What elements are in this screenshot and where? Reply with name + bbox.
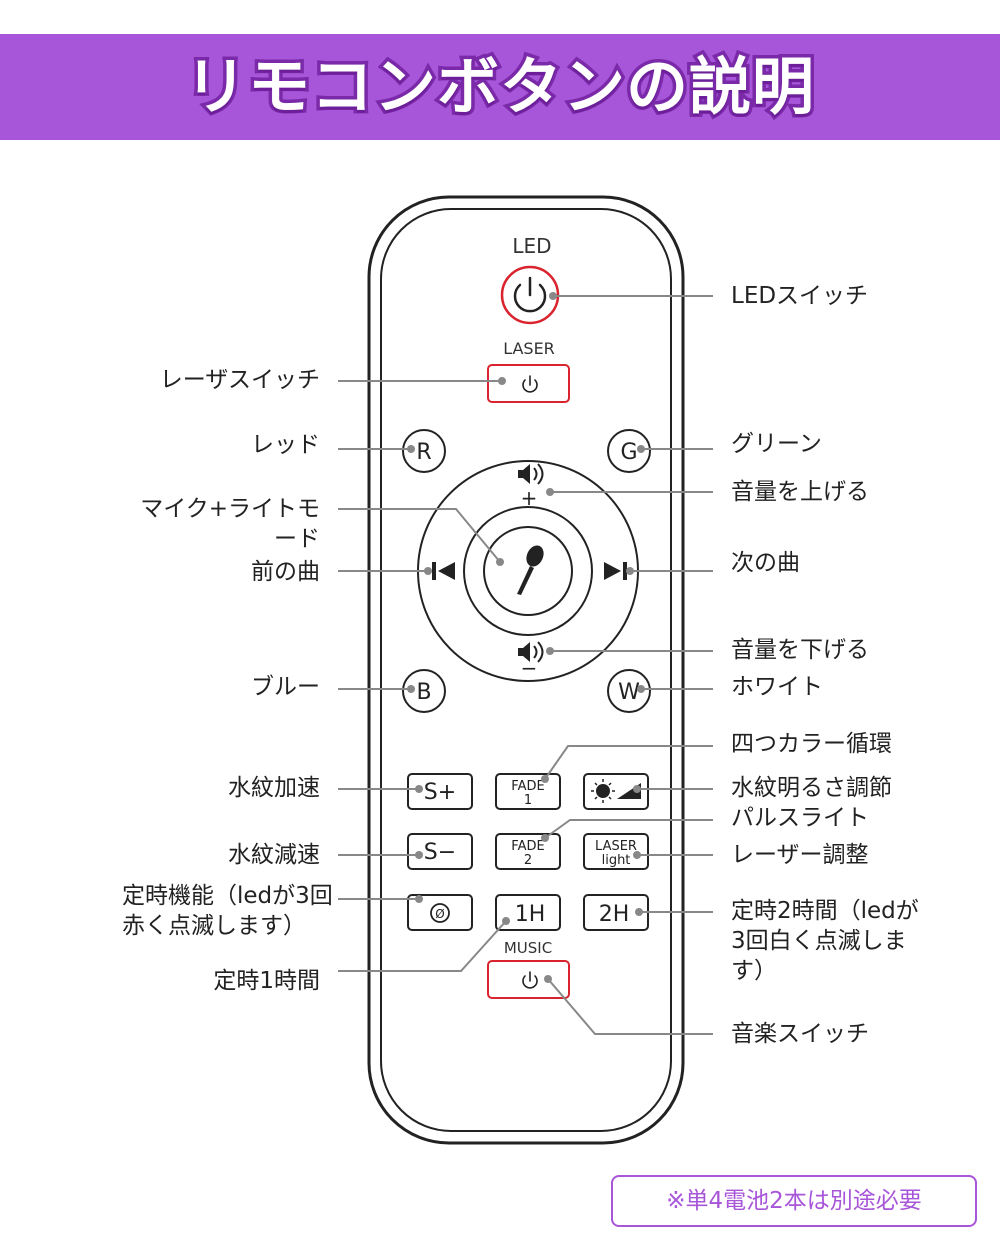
water-accel-button[interactable]	[407, 773, 473, 810]
title-banner: リモコンボタンの説明	[0, 34, 1000, 140]
next-track-icon[interactable]	[604, 562, 627, 580]
timer-1h-button[interactable]	[495, 894, 561, 931]
water-accel-label: S+	[424, 780, 456, 805]
label-red: レッド	[251, 432, 320, 458]
remote-inner-outline	[380, 208, 672, 1132]
volume-up-plus[interactable]: +	[521, 486, 538, 510]
label-four-color: 四つカラー循環	[731, 731, 892, 757]
battery-note: ※単4電池2本は別途必要	[611, 1175, 977, 1227]
label-laser-adjust: レーザー調整	[731, 842, 869, 868]
label-mic-mode: マイク+ライトモード	[140, 496, 320, 552]
blue-button-label: B	[416, 680, 431, 705]
label-water-brightness: 水紋明るさ調節	[731, 775, 892, 801]
volume-up-icon	[518, 463, 544, 485]
fade2-button[interactable]	[495, 833, 561, 870]
timer-off-button[interactable]	[407, 894, 473, 931]
label-water-accel: 水紋加速	[228, 775, 320, 801]
red-button-label: R	[416, 440, 431, 465]
label-music-switch: 音楽スイッチ	[731, 1021, 869, 1047]
green-button-label: G	[620, 440, 637, 465]
water-decel-label: S−	[424, 840, 456, 865]
previous-track-icon[interactable]	[432, 562, 455, 580]
volume-down-icon	[518, 641, 544, 663]
label-laser-switch: レーザスイッチ	[159, 367, 320, 393]
music-caption: MUSIC	[504, 939, 552, 957]
label-white: ホワイト	[731, 674, 823, 700]
leader-dots	[407, 292, 645, 983]
music-power-button[interactable]	[487, 960, 570, 999]
music-power-icon	[522, 971, 538, 989]
white-button-label: W	[618, 680, 640, 705]
leader-lines	[338, 295, 713, 1035]
label-timer-func: 定時機能（ledが3回赤く点滅します）	[122, 883, 333, 939]
laser-light-button[interactable]	[583, 833, 649, 870]
blue-button[interactable]	[402, 669, 446, 713]
water-brightness-button[interactable]	[583, 773, 649, 810]
laser-power-button[interactable]	[487, 364, 570, 403]
label-next: 次の曲	[731, 550, 800, 576]
leader-timer-1h	[338, 920, 507, 972]
red-button[interactable]	[402, 429, 446, 473]
fade1-label-top: FADE	[511, 779, 544, 794]
label-pulse-light: パルスライト	[731, 805, 869, 831]
volume-down-minus[interactable]: −	[521, 656, 538, 680]
label-timer-2h: 定時2時間（ledが3回白く点滅します）	[731, 898, 919, 984]
label-timer-1h: 定時1時間	[213, 968, 320, 994]
green-button[interactable]	[607, 429, 651, 473]
led-caption: LED	[512, 234, 551, 258]
label-prev: 前の曲	[251, 559, 320, 585]
leader-mic-mode	[338, 508, 501, 563]
timer-1h-label: 1H	[515, 902, 546, 927]
page-title: リモコンボタンの説明	[181, 47, 817, 127]
laser-power-icon	[522, 375, 538, 393]
led-power-icon	[513, 276, 547, 313]
label-volume-down: 音量を下げる	[731, 637, 869, 663]
leader-four-color	[544, 745, 713, 780]
laser-light-label-top: LASER	[595, 839, 637, 854]
fade1-label-bottom: 1	[524, 793, 532, 808]
microphone-icon	[517, 545, 544, 595]
label-volume-up: 音量を上げる	[731, 479, 869, 505]
laser-caption: LASER	[503, 339, 555, 358]
fade2-label-bottom: 2	[524, 853, 532, 868]
label-green: グリーン	[731, 431, 822, 457]
white-button[interactable]	[607, 669, 651, 713]
fade2-label-top: FADE	[511, 839, 544, 854]
leader-music-switch	[547, 978, 713, 1035]
water-decel-button[interactable]	[407, 833, 473, 870]
label-led-switch: LEDスイッチ	[731, 283, 869, 309]
leader-pulse-light	[544, 819, 713, 839]
timer-off-label: Ø	[435, 907, 444, 921]
timer-2h-label: 2H	[599, 902, 630, 927]
label-blue: ブルー	[251, 674, 320, 700]
label-water-decel: 水紋減速	[228, 842, 320, 868]
timer-off-icon	[430, 903, 450, 923]
laser-light-label-bottom: light	[602, 853, 631, 868]
